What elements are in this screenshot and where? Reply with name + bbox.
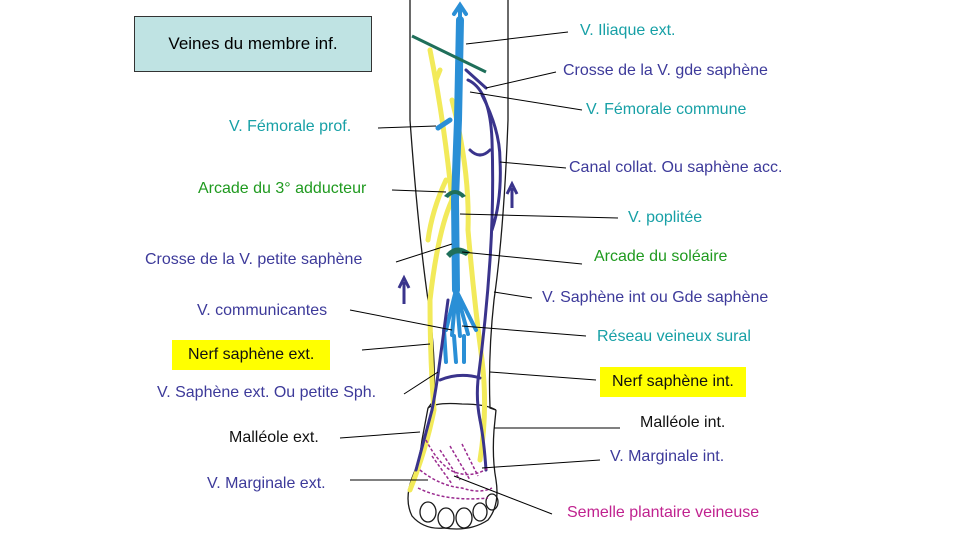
nerve-paths <box>407 47 488 493</box>
flow-arrow-icon <box>397 274 411 304</box>
label-semelle-plantaire: Semelle plantaire veineuse <box>567 504 760 521</box>
label-saphene-ext: V. Saphène ext. Ou petite Sph. <box>157 384 377 401</box>
plantar-network <box>417 439 493 500</box>
label-marginale-int: V. Marginale int. <box>610 448 725 465</box>
diagram-title: Veines du membre inf. <box>168 34 338 53</box>
label-crosse-petite-saphene: Crosse de la V. petite saphène <box>145 251 363 268</box>
label-femorale-commune: V. Fémorale commune <box>586 101 747 118</box>
label-malleole-int: Malléole int. <box>640 414 726 431</box>
leader-lines <box>339 31 620 515</box>
label-femorale-prof: V. Fémorale prof. <box>229 118 352 135</box>
superficial-vein-paths <box>414 68 502 472</box>
label-crosse-gde-saphene: Crosse de la V. gde saphène <box>563 62 768 79</box>
label-reseau-sural: Réseau veineux sural <box>597 328 751 345</box>
label-canal-collat: Canal collat. Ou saphène acc. <box>569 159 783 176</box>
title-box: Veines du membre inf. <box>134 16 372 72</box>
deep-vein-paths <box>435 16 478 364</box>
label-marginale-ext: V. Marginale ext. <box>207 475 326 492</box>
inguinal-ligament <box>411 34 487 74</box>
label-arcade-3-adducteur: Arcade du 3° adducteur <box>198 180 367 197</box>
label-nerf-saphene-int: Nerf saphène int. <box>600 367 746 397</box>
label-nerf-saphene-ext: Nerf saphène ext. <box>172 340 331 370</box>
label-arcade-soleaire: Arcade du soléaire <box>594 248 728 265</box>
flow-arrow-icon <box>505 180 519 208</box>
label-malleole-ext: Malléole ext. <box>229 429 319 446</box>
arcade-shapes <box>444 190 470 258</box>
iliaque-arrow-icon <box>452 1 468 26</box>
label-poplitee: V. poplitée <box>628 209 703 226</box>
label-saphene-int: V. Saphène int ou Gde saphène <box>542 289 769 306</box>
label-iliaque-ext: V. Iliaque ext. <box>580 22 676 39</box>
label-communicantes: V. communicantes <box>197 302 328 319</box>
